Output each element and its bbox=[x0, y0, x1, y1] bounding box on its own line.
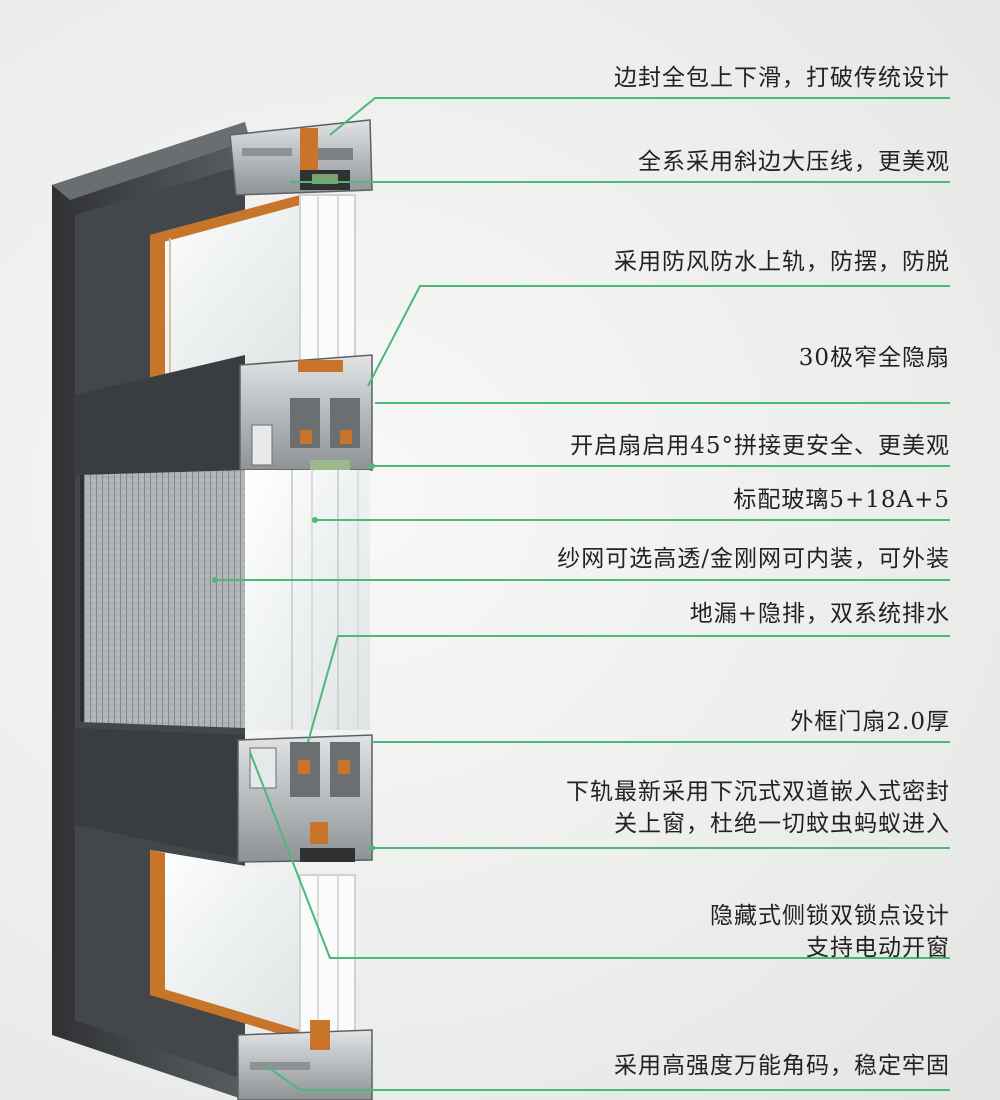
leader-line-11 bbox=[249, 751, 950, 959]
annotation-label-10a: 下轨最新采用下沉式双道嵌入式密封 bbox=[566, 779, 950, 805]
annotation-label-4: 30极窄全隐扇 bbox=[798, 345, 950, 371]
annotation-label-9: 外框门扇2.0厚 bbox=[790, 709, 950, 735]
leader-lines bbox=[215, 97, 950, 1091]
mid-rail-lower bbox=[75, 728, 373, 863]
leader-line-3 bbox=[367, 285, 950, 387]
leader-dots bbox=[212, 463, 375, 851]
screen-mesh-panel bbox=[80, 470, 245, 728]
leader-line-1 bbox=[329, 97, 950, 136]
annotation-label-8: 地漏+隐排，双系统排水 bbox=[689, 601, 950, 627]
center-glass-pane bbox=[245, 470, 370, 730]
top-rail-profile bbox=[229, 119, 373, 196]
annotation-label-11b: 支持电动开窗 bbox=[806, 935, 950, 961]
annotation-label-1: 边封全包上下滑，打破传统设计 bbox=[614, 65, 950, 91]
annotation-label-5: 开启扇启用45°拼接更安全、更美观 bbox=[570, 433, 950, 459]
annotation-label-12: 采用高强度万能角码，稳定牢固 bbox=[614, 1053, 950, 1079]
bottom-rail-profile bbox=[237, 1020, 373, 1100]
mid-rail-upper bbox=[75, 354, 373, 475]
leader-line-12 bbox=[264, 1064, 950, 1091]
annotation-label-11a: 隐藏式侧锁双锁点设计 bbox=[710, 903, 950, 929]
annotation-label-2: 全系采用斜边大压线，更美观 bbox=[638, 149, 950, 175]
annotation-label-6: 标配玻璃5+18A+5 bbox=[733, 487, 950, 513]
annotation-label-3: 采用防风防水上轨，防摆，防脱 bbox=[614, 249, 950, 275]
annotation-label-7: 纱网可选高透/金刚网可内装，可外装 bbox=[557, 546, 950, 572]
leader-line-8 bbox=[307, 635, 950, 743]
annotation-label-10b: 关上窗，杜绝一切蚊虫蚂蚁进入 bbox=[614, 811, 950, 837]
